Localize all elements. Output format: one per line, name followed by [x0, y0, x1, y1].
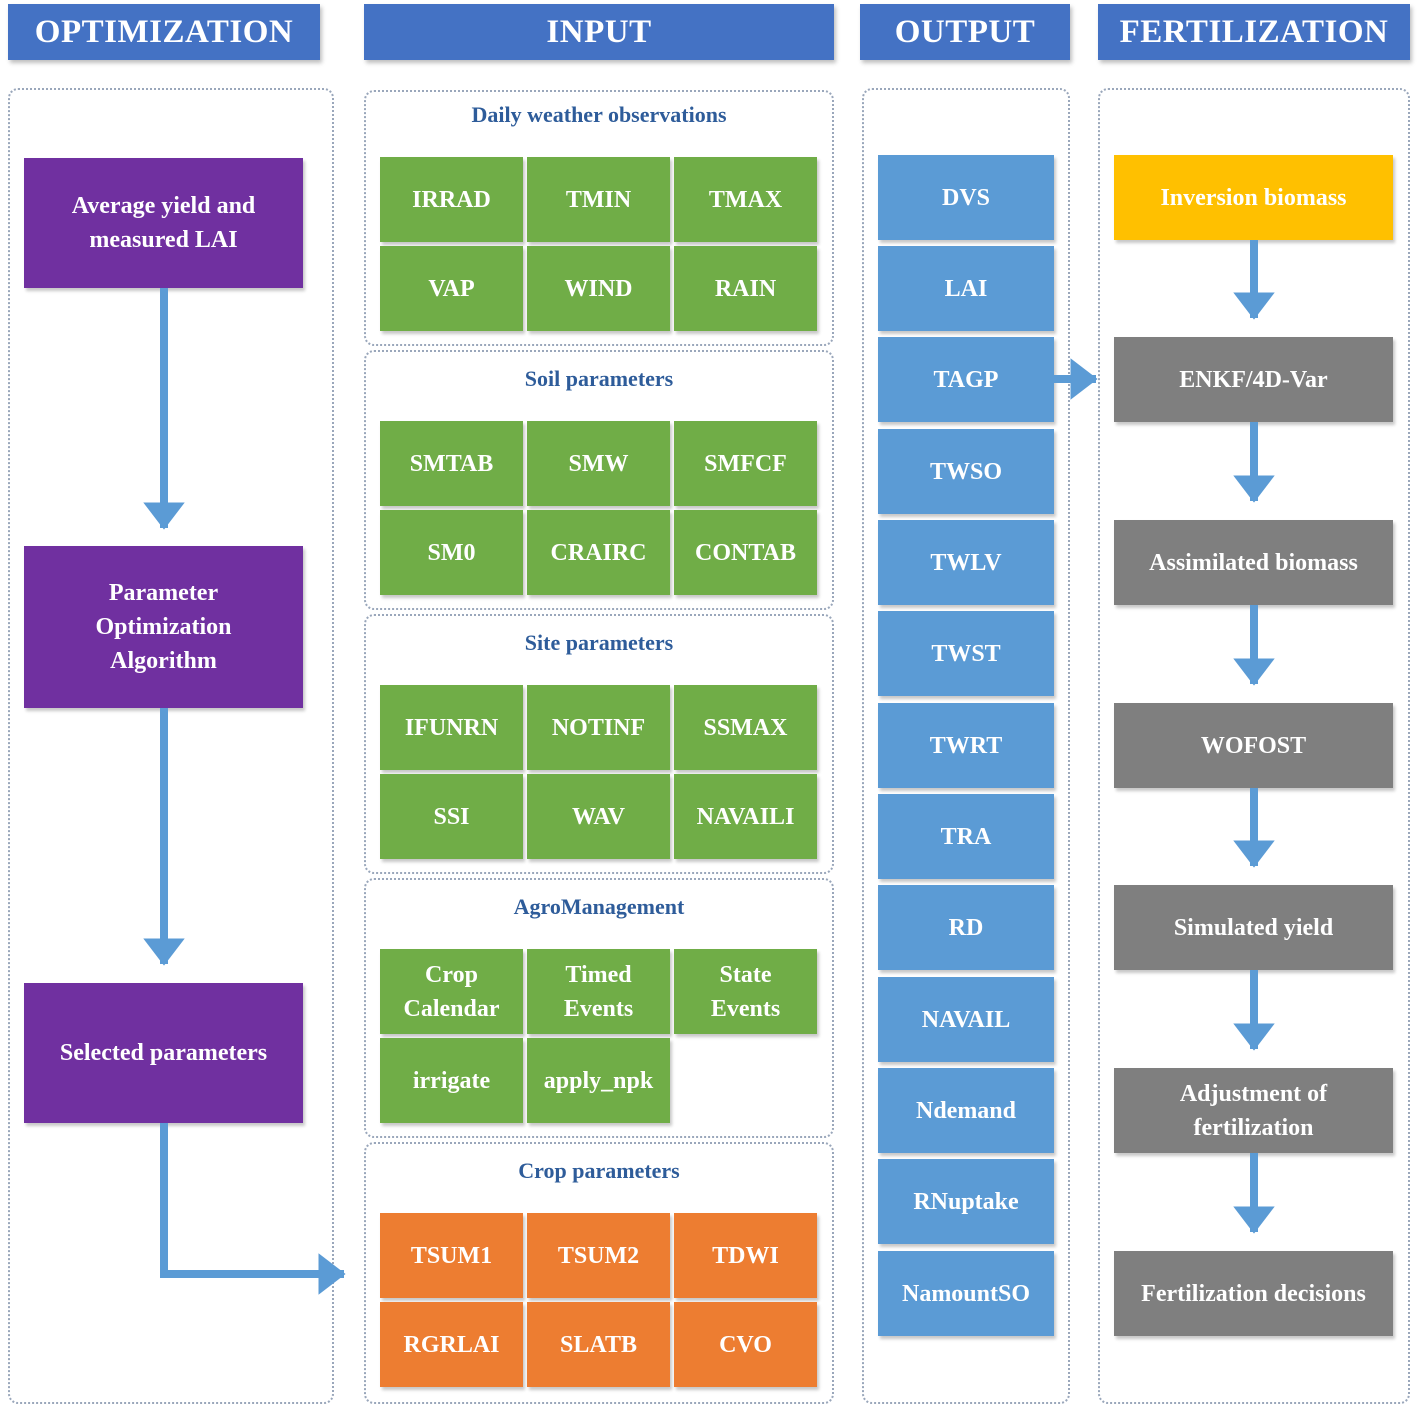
agro-item: Crop Calendar — [380, 949, 523, 1034]
header-output: OUTPUT — [860, 4, 1070, 60]
weather-title: Daily weather observations — [471, 102, 727, 127]
header-input: INPUT — [364, 4, 834, 60]
output-item: RD — [878, 885, 1054, 970]
adjustment-fertilization-box: Adjustment of fertilization — [1114, 1068, 1393, 1153]
crop-item: RGRLAI — [380, 1302, 523, 1387]
soil-title: Soil parameters — [524, 366, 674, 391]
fertilization-panel — [1098, 88, 1410, 1404]
weather-item: VAP — [380, 246, 523, 331]
output-item: Ndemand — [878, 1068, 1054, 1153]
site-item: NOTINF — [527, 685, 670, 770]
enkf-4dvar-box: ENKF/4D-Var — [1114, 337, 1393, 422]
output-item: TRA — [878, 794, 1054, 879]
crop-item: TSUM1 — [380, 1213, 523, 1298]
output-item: TWLV — [878, 520, 1054, 605]
soil-item: SM0 — [380, 510, 523, 595]
agro-item: irrigate — [380, 1038, 523, 1123]
agro-panel — [364, 878, 834, 1138]
agro-item: apply_npk — [527, 1038, 670, 1123]
soil-item: SMW — [527, 421, 670, 506]
wofost-box: WOFOST — [1114, 703, 1393, 788]
crop-panel — [364, 1142, 834, 1404]
output-item: NAVAIL — [878, 977, 1054, 1062]
site-item: WAV — [527, 774, 670, 859]
agro-title: AgroManagement — [513, 894, 685, 919]
output-panel — [862, 88, 1070, 1404]
output-item: TAGP — [878, 337, 1054, 422]
output-item: TWST — [878, 611, 1054, 696]
weather-item: WIND — [527, 246, 670, 331]
site-panel — [364, 614, 834, 874]
average-yield-box: Average yield and measured LAI — [24, 158, 303, 288]
output-item: LAI — [878, 246, 1054, 331]
optimization-panel — [8, 88, 334, 1404]
output-item: NamountSO — [878, 1251, 1054, 1336]
inversion-biomass-box: Inversion biomass — [1114, 155, 1393, 240]
soil-item: CRAIRC — [527, 510, 670, 595]
weather-item: IRRAD — [380, 157, 523, 242]
weather-item: TMIN — [527, 157, 670, 242]
agro-item: Timed Events — [527, 949, 670, 1034]
selected-parameters-box: Selected parameters — [24, 983, 303, 1123]
output-item: TWRT — [878, 703, 1054, 788]
weather-panel — [364, 90, 834, 346]
output-item: RNuptake — [878, 1159, 1054, 1244]
crop-title: Crop parameters — [518, 1158, 680, 1183]
site-item: SSI — [380, 774, 523, 859]
soil-panel — [364, 350, 834, 610]
soil-item: CONTAB — [674, 510, 817, 595]
weather-item: TMAX — [674, 157, 817, 242]
site-item: IFUNRN — [380, 685, 523, 770]
site-item: NAVAILI — [674, 774, 817, 859]
site-title: Site parameters — [524, 630, 674, 655]
agro-item: State Events — [674, 949, 817, 1034]
crop-item: CVO — [674, 1302, 817, 1387]
output-item: TWSO — [878, 429, 1054, 514]
simulated-yield-box: Simulated yield — [1114, 885, 1393, 970]
crop-item: SLATB — [527, 1302, 670, 1387]
crop-item: TSUM2 — [527, 1213, 670, 1298]
fertilization-decisions-box: Fertilization decisions — [1114, 1251, 1393, 1336]
output-item: DVS — [878, 155, 1054, 240]
crop-item: TDWI — [674, 1213, 817, 1298]
weather-item: RAIN — [674, 246, 817, 331]
assimilated-biomass-box: Assimilated biomass — [1114, 520, 1393, 605]
soil-item: SMFCF — [674, 421, 817, 506]
header-optimization: OPTIMIZATION — [8, 4, 320, 60]
site-item: SSMAX — [674, 685, 817, 770]
header-fertilization: FERTILIZATION — [1098, 4, 1410, 60]
soil-item: SMTAB — [380, 421, 523, 506]
parameter-optimization-box: Parameter Optimization Algorithm — [24, 546, 303, 708]
